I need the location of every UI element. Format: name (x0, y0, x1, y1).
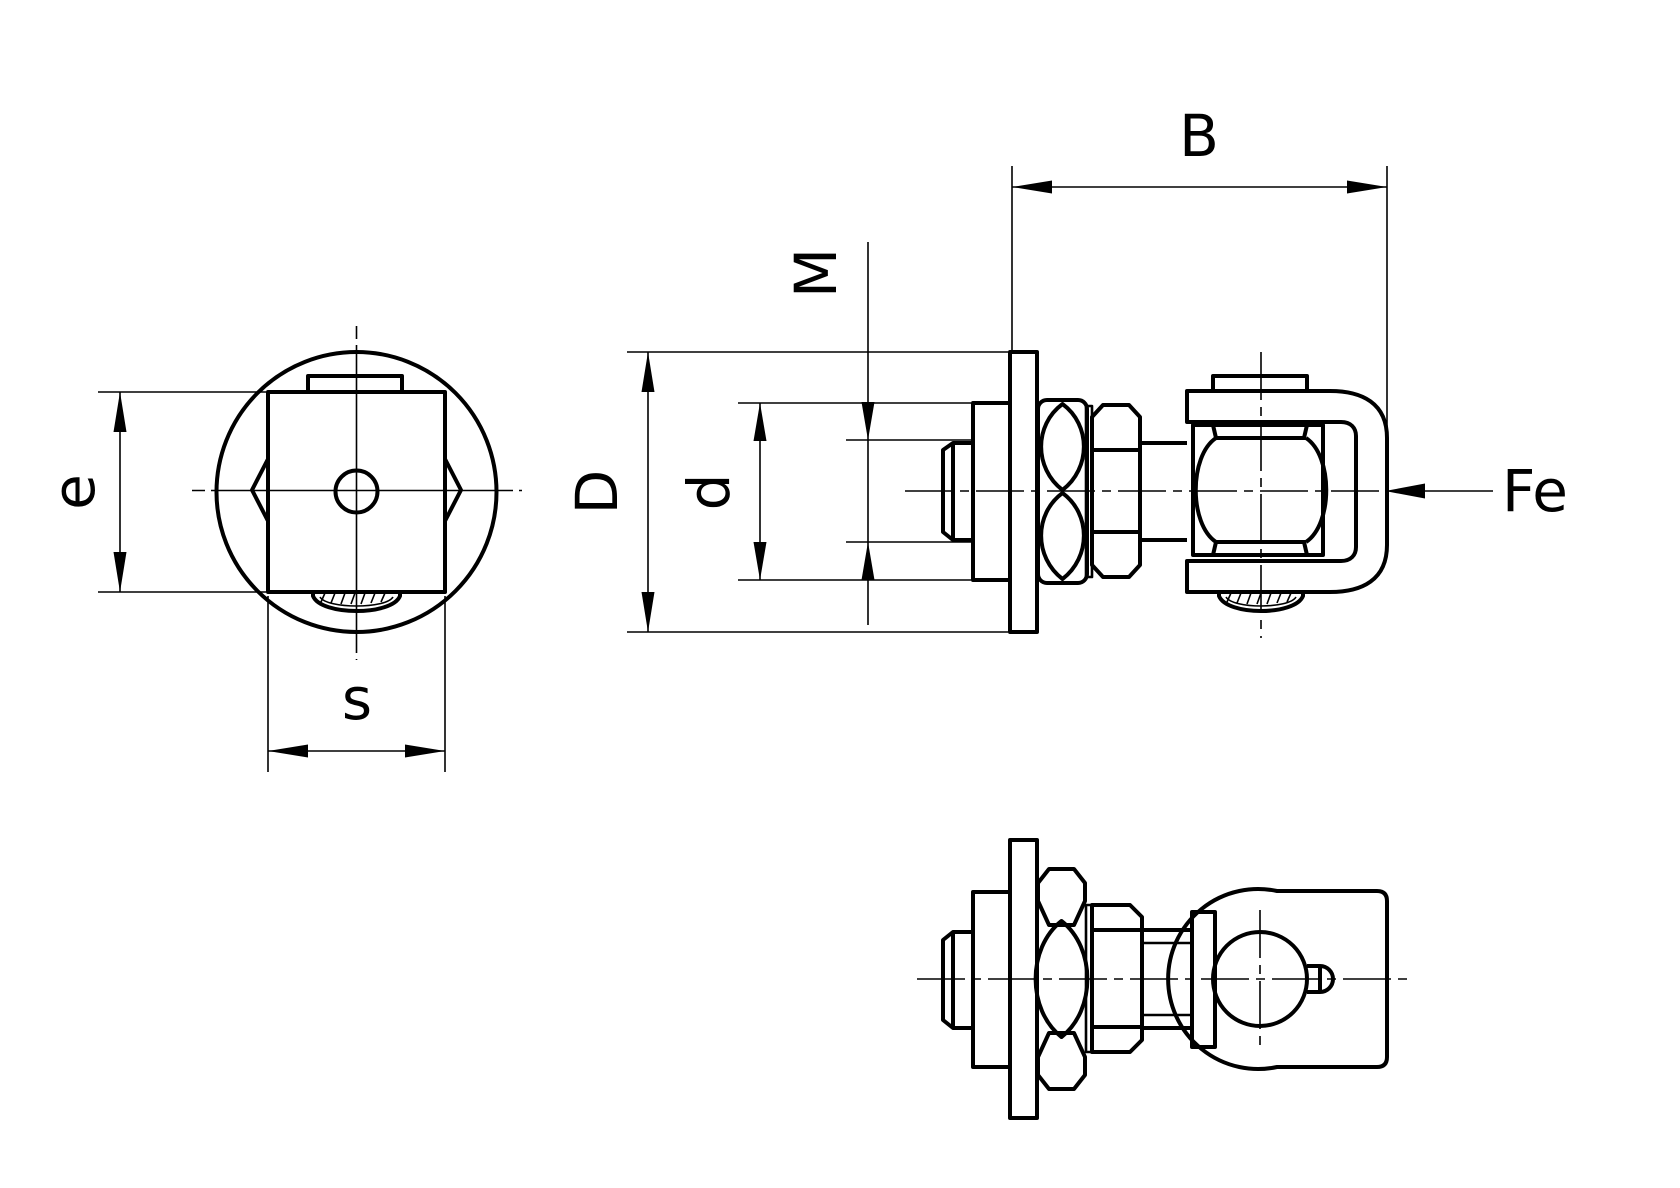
bend-chevron-left (250, 458, 270, 522)
spring-stack-mid-lens (1033, 919, 1090, 1039)
grease-nipple (1307, 964, 1335, 994)
thread-hatch-front (320, 592, 386, 605)
side-view: B M D d (563, 102, 1568, 638)
thread-dome-front (311, 592, 402, 613)
mounting-tab-front (306, 374, 404, 394)
dim-label-B: B (1179, 102, 1219, 170)
dim-label-e: e (40, 474, 108, 510)
dim-label-d: d (675, 474, 743, 511)
sleeve-chamfer (1211, 541, 1218, 556)
plate (1008, 350, 1039, 634)
dimension-d: d (675, 402, 971, 581)
front-view: e s (40, 326, 522, 772)
thread-hatch-side (1226, 592, 1292, 605)
disc-spring-lower (1039, 491, 1086, 581)
dimension-B: B (1011, 102, 1388, 428)
dimension-s: s (267, 596, 446, 772)
ball-arc-left (1193, 436, 1218, 544)
sleeve-chamfer (1211, 424, 1218, 439)
dim-label-M: M (782, 248, 850, 298)
sleeve-chamfer (1302, 424, 1309, 439)
dimension-e: e (40, 391, 266, 593)
hex-nut-top (1090, 903, 1144, 1054)
bolt-head-top (941, 930, 975, 1030)
force-label-Fe: Fe (1502, 457, 1568, 525)
dim-label-D: D (563, 470, 631, 515)
top-view (917, 838, 1407, 1120)
pin-hole (333, 468, 380, 515)
dimension-D: D (563, 351, 1008, 633)
thread-dome-side (1217, 592, 1305, 613)
hinge-eye-body (1166, 887, 1389, 1071)
ball-sleeve (1191, 423, 1325, 557)
spring-stack-top-lobe (1036, 867, 1087, 927)
ball-top-view (1211, 930, 1309, 1028)
thread-dome-side-inner (1225, 596, 1297, 607)
spring-stack-bottom-lobe (1036, 1031, 1087, 1091)
force-arrow-fe: Fe (1385, 457, 1568, 525)
ball-arc-right (1304, 436, 1329, 544)
mounting-tab (1211, 374, 1309, 393)
dimension-M: M (782, 242, 972, 625)
thread-dome-inner (319, 596, 394, 607)
plate-circle (214, 350, 499, 634)
sleeve-chamfer (1302, 541, 1309, 556)
hex-nut (1090, 403, 1142, 579)
bend-chevron-right (443, 458, 463, 522)
disc-spring-upper (1039, 402, 1086, 492)
clevis-bracket (1185, 389, 1389, 594)
dim-label-s: s (342, 665, 372, 733)
